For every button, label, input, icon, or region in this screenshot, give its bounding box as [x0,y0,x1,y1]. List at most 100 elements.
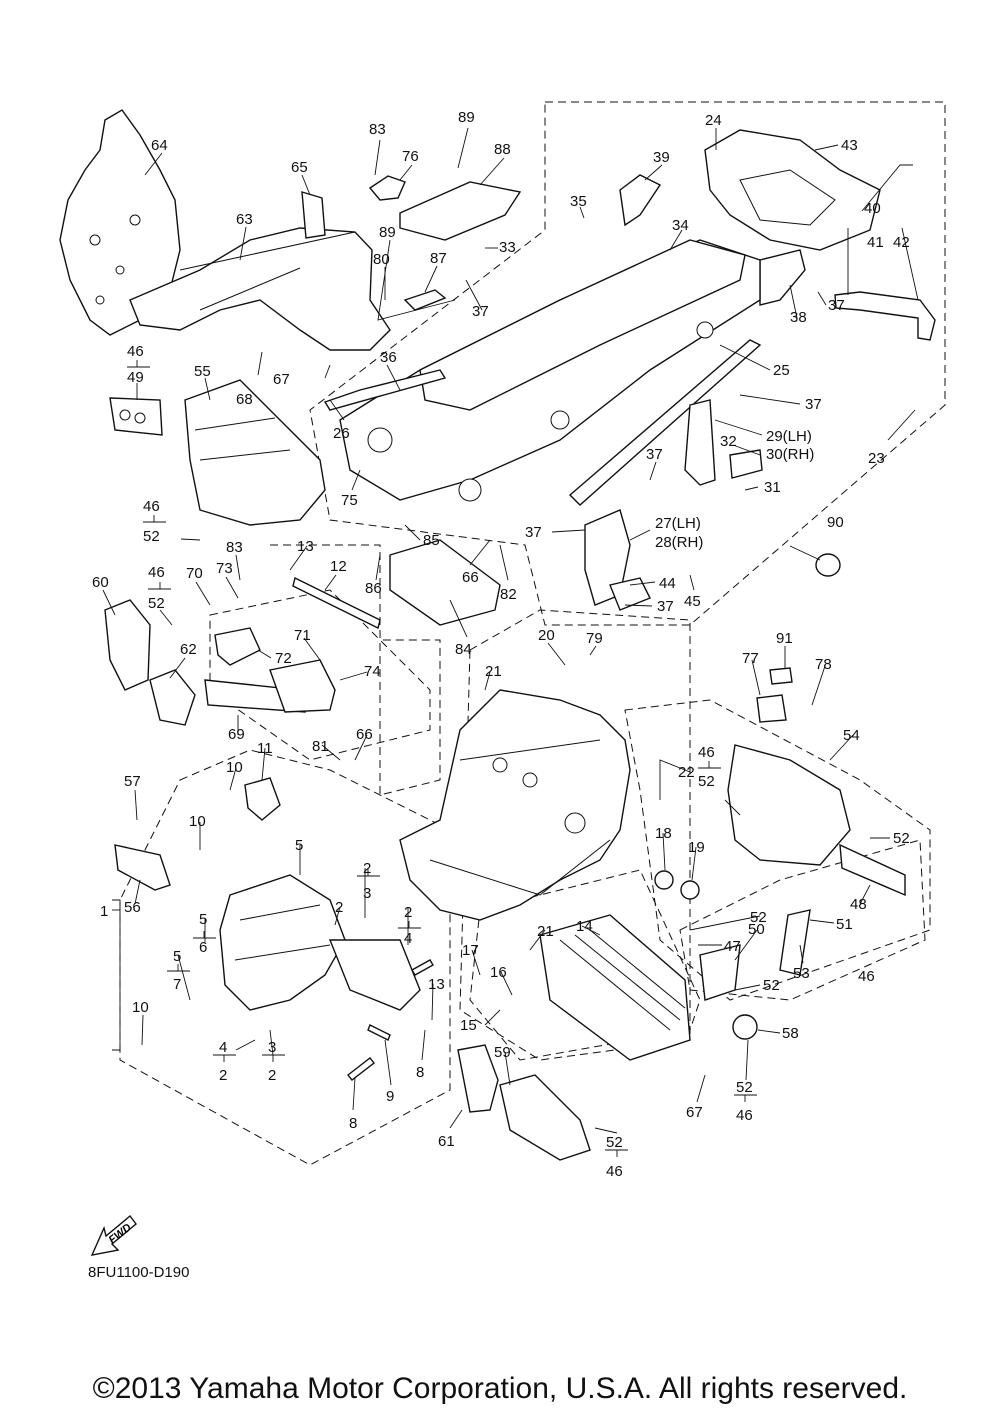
callout-46: 46 [127,343,144,360]
callout-90: 90 [827,514,844,531]
callout-87: 87 [430,250,447,267]
callout-68: 68 [236,391,253,408]
callout-61: 61 [438,1133,455,1150]
callout-4: 4 [404,930,412,947]
callout-14: 14 [576,918,593,935]
bolt-9-part [367,1024,391,1041]
callout-69: 69 [228,726,245,743]
callout-62: 62 [180,641,197,658]
tunnel-top-part [419,239,746,411]
plate-88-part [399,181,522,241]
callout-23: 23 [868,450,885,467]
right-bracket-group-boundary [679,839,926,1001]
callout-52: 52 [143,528,160,545]
center-frame-part [399,689,631,921]
callout-30: 30(RH) [766,446,814,463]
callout-48: 48 [850,896,867,913]
bracket-44-part [609,577,651,611]
shaft-12-part [292,576,381,630]
callout-54: 54 [843,727,860,744]
diagram-reference-code: 8FU1100-D190 [88,1264,190,1281]
callout-2: 2 [219,1067,227,1084]
front-upper-tube-part [129,227,391,351]
callout-4: 4 [219,1039,227,1056]
callout-46: 46 [148,564,165,581]
front-suspension-bracket-part [219,874,346,1011]
callout-37: 37 [828,297,845,314]
callout-11: 11 [257,740,273,757]
rear-cover-plate-24-part [704,129,881,251]
heat-exchanger-14-part [539,914,691,1061]
bolt-8b-part [411,959,434,976]
callout-24: 24 [705,112,722,129]
callout-32: 32 [720,433,737,450]
callout-74: 74 [364,663,381,680]
callout-45: 45 [684,593,701,610]
bracket-65-part [301,191,326,239]
cooler-group-boundary [469,869,701,1061]
front-plate-group-boundary [270,544,441,796]
callout-71: 71 [294,627,311,644]
callout-43: 43 [841,137,858,154]
callout-8: 8 [416,1064,424,1081]
callout-8: 8 [349,1115,357,1132]
bracket-76-part [368,175,406,201]
callout-78: 78 [815,656,832,673]
callout-3: 3 [363,885,371,902]
group-brackets [112,360,757,1157]
bracket-71-part [269,659,336,713]
front-suspension-group-boundary [119,749,451,1166]
callout-91: 91 [776,630,793,647]
callout-13: 13 [428,976,445,993]
callout-72: 72 [275,650,292,667]
callout-52: 52 [763,977,780,994]
callout-21: 21 [537,923,554,940]
callout-3: 3 [268,1039,276,1056]
bracket-77-part [756,694,787,723]
callout-42: 42 [893,234,910,251]
callout-60: 60 [92,574,109,591]
callout-52: 52 [736,1079,753,1096]
callout-76: 76 [402,148,419,165]
bolt-8a-part [347,1057,375,1081]
callout-52: 52 [606,1134,623,1151]
callout-39: 39 [653,149,670,166]
rear-frame-assembly-boundary [309,101,946,626]
plate-84-part [389,539,501,626]
plate-11-part [244,777,281,821]
callout-63: 63 [236,211,253,228]
callout-36: 36 [380,349,397,366]
ring-90-part [815,553,841,577]
callout-46: 46 [698,744,715,761]
callout-22: 22 [678,764,695,781]
bracket-72-part [214,627,261,666]
right-plate-group-boundary [624,699,931,1001]
callout-46: 46 [736,1107,753,1124]
rear-handle-40-part [834,291,936,341]
callout-37: 37 [657,598,674,615]
callout-53: 53 [793,965,810,982]
callout-52: 52 [750,909,767,926]
callout-67: 67 [273,371,290,388]
callout-37: 37 [525,524,542,541]
callout-2: 2 [363,860,371,877]
callout-89: 89 [458,109,475,126]
bracket-59-part [499,1074,591,1161]
callout-25: 25 [773,362,790,379]
hub-58-part [732,1014,758,1040]
callout-labels: 64 65 63 83 76 89 88 89 80 87 33 37 35 3… [92,109,910,1180]
callout-28: 28(RH) [655,534,703,551]
callout-51: 51 [836,916,853,933]
callout-50: 50 [748,921,765,938]
callout-85: 85 [423,532,440,549]
plate-29-30-part [684,399,716,486]
callout-77: 77 [742,650,759,667]
assembly-boundaries [119,101,946,1166]
callout-89: 89 [379,224,396,241]
callout-56: 56 [124,899,141,916]
callout-17: 17 [462,942,479,959]
callout-47: 47 [724,938,741,955]
bracket-56-part [114,844,171,891]
callout-5: 5 [199,911,207,928]
